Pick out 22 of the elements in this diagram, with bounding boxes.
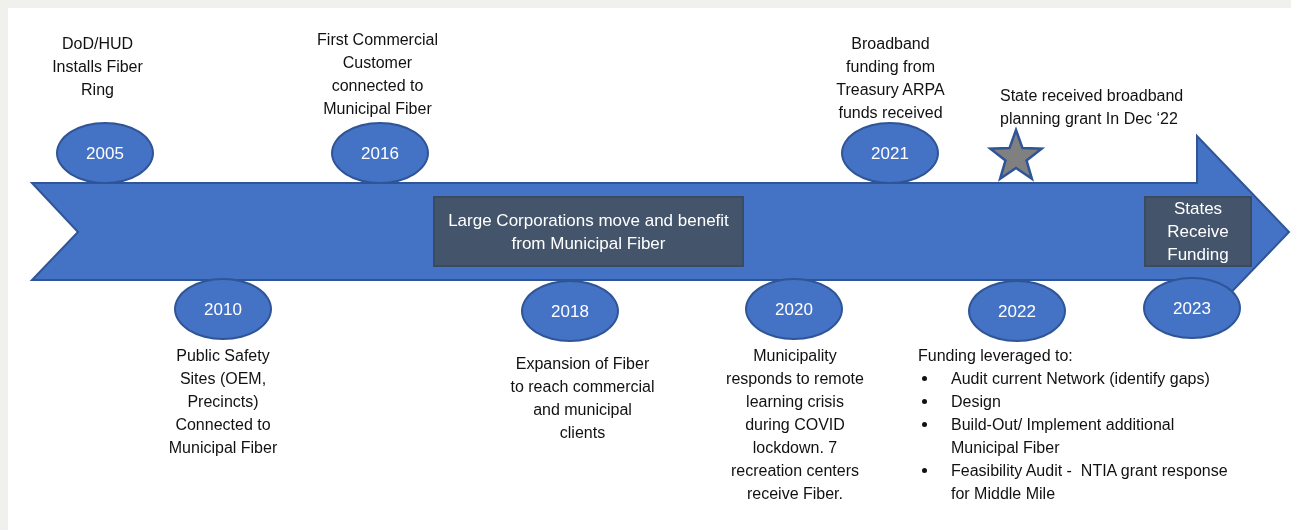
bullet-item: Build-Out/ Implement additional Municipal Fiber <box>918 413 1238 459</box>
year-label: 2010 <box>204 298 242 321</box>
year-label: 2021 <box>871 142 909 165</box>
year-label: 2020 <box>775 298 813 321</box>
list-heading: Funding leveraged to: <box>918 346 1074 366</box>
event-description: Broadband funding from Treasury ARPA funds received <box>835 34 946 123</box>
milestone-box: Large Corporations move and benefit from Municipal Fiber <box>433 196 744 267</box>
year-label: 2018 <box>551 300 589 323</box>
year-label: 2022 <box>998 300 1036 323</box>
year-label: 2023 <box>1173 297 1211 320</box>
event-description: Public Safety Sites (OEM, Precincts) Connected to Municipal Fiber <box>167 346 279 458</box>
event-note: State received broadband planning grant In Dec ‘22 <box>1000 86 1185 129</box>
milestone-box: States Receive Funding <box>1144 196 1252 267</box>
event-description: First Commercial Customer connected to Municipal Fiber <box>316 30 439 119</box>
event-description: Expansion of Fiber to reach commercial and municipal clients <box>510 354 655 443</box>
year-label: 2016 <box>361 142 399 165</box>
event-description: Municipality responds to remote learning crisis during COVID lockdown. 7 recreation centers receive Fiber. <box>725 346 865 504</box>
event-description: DoD/HUD Installs Fiber Ring <box>51 34 144 100</box>
bullet-item: Audit current Network (identify gaps) <box>918 367 1238 390</box>
bullet-item: Feasibility Audit - NTIA grant response for Middle Mile <box>918 459 1238 505</box>
bullet-item: Design <box>918 390 1238 413</box>
year-label: 2005 <box>86 142 124 165</box>
